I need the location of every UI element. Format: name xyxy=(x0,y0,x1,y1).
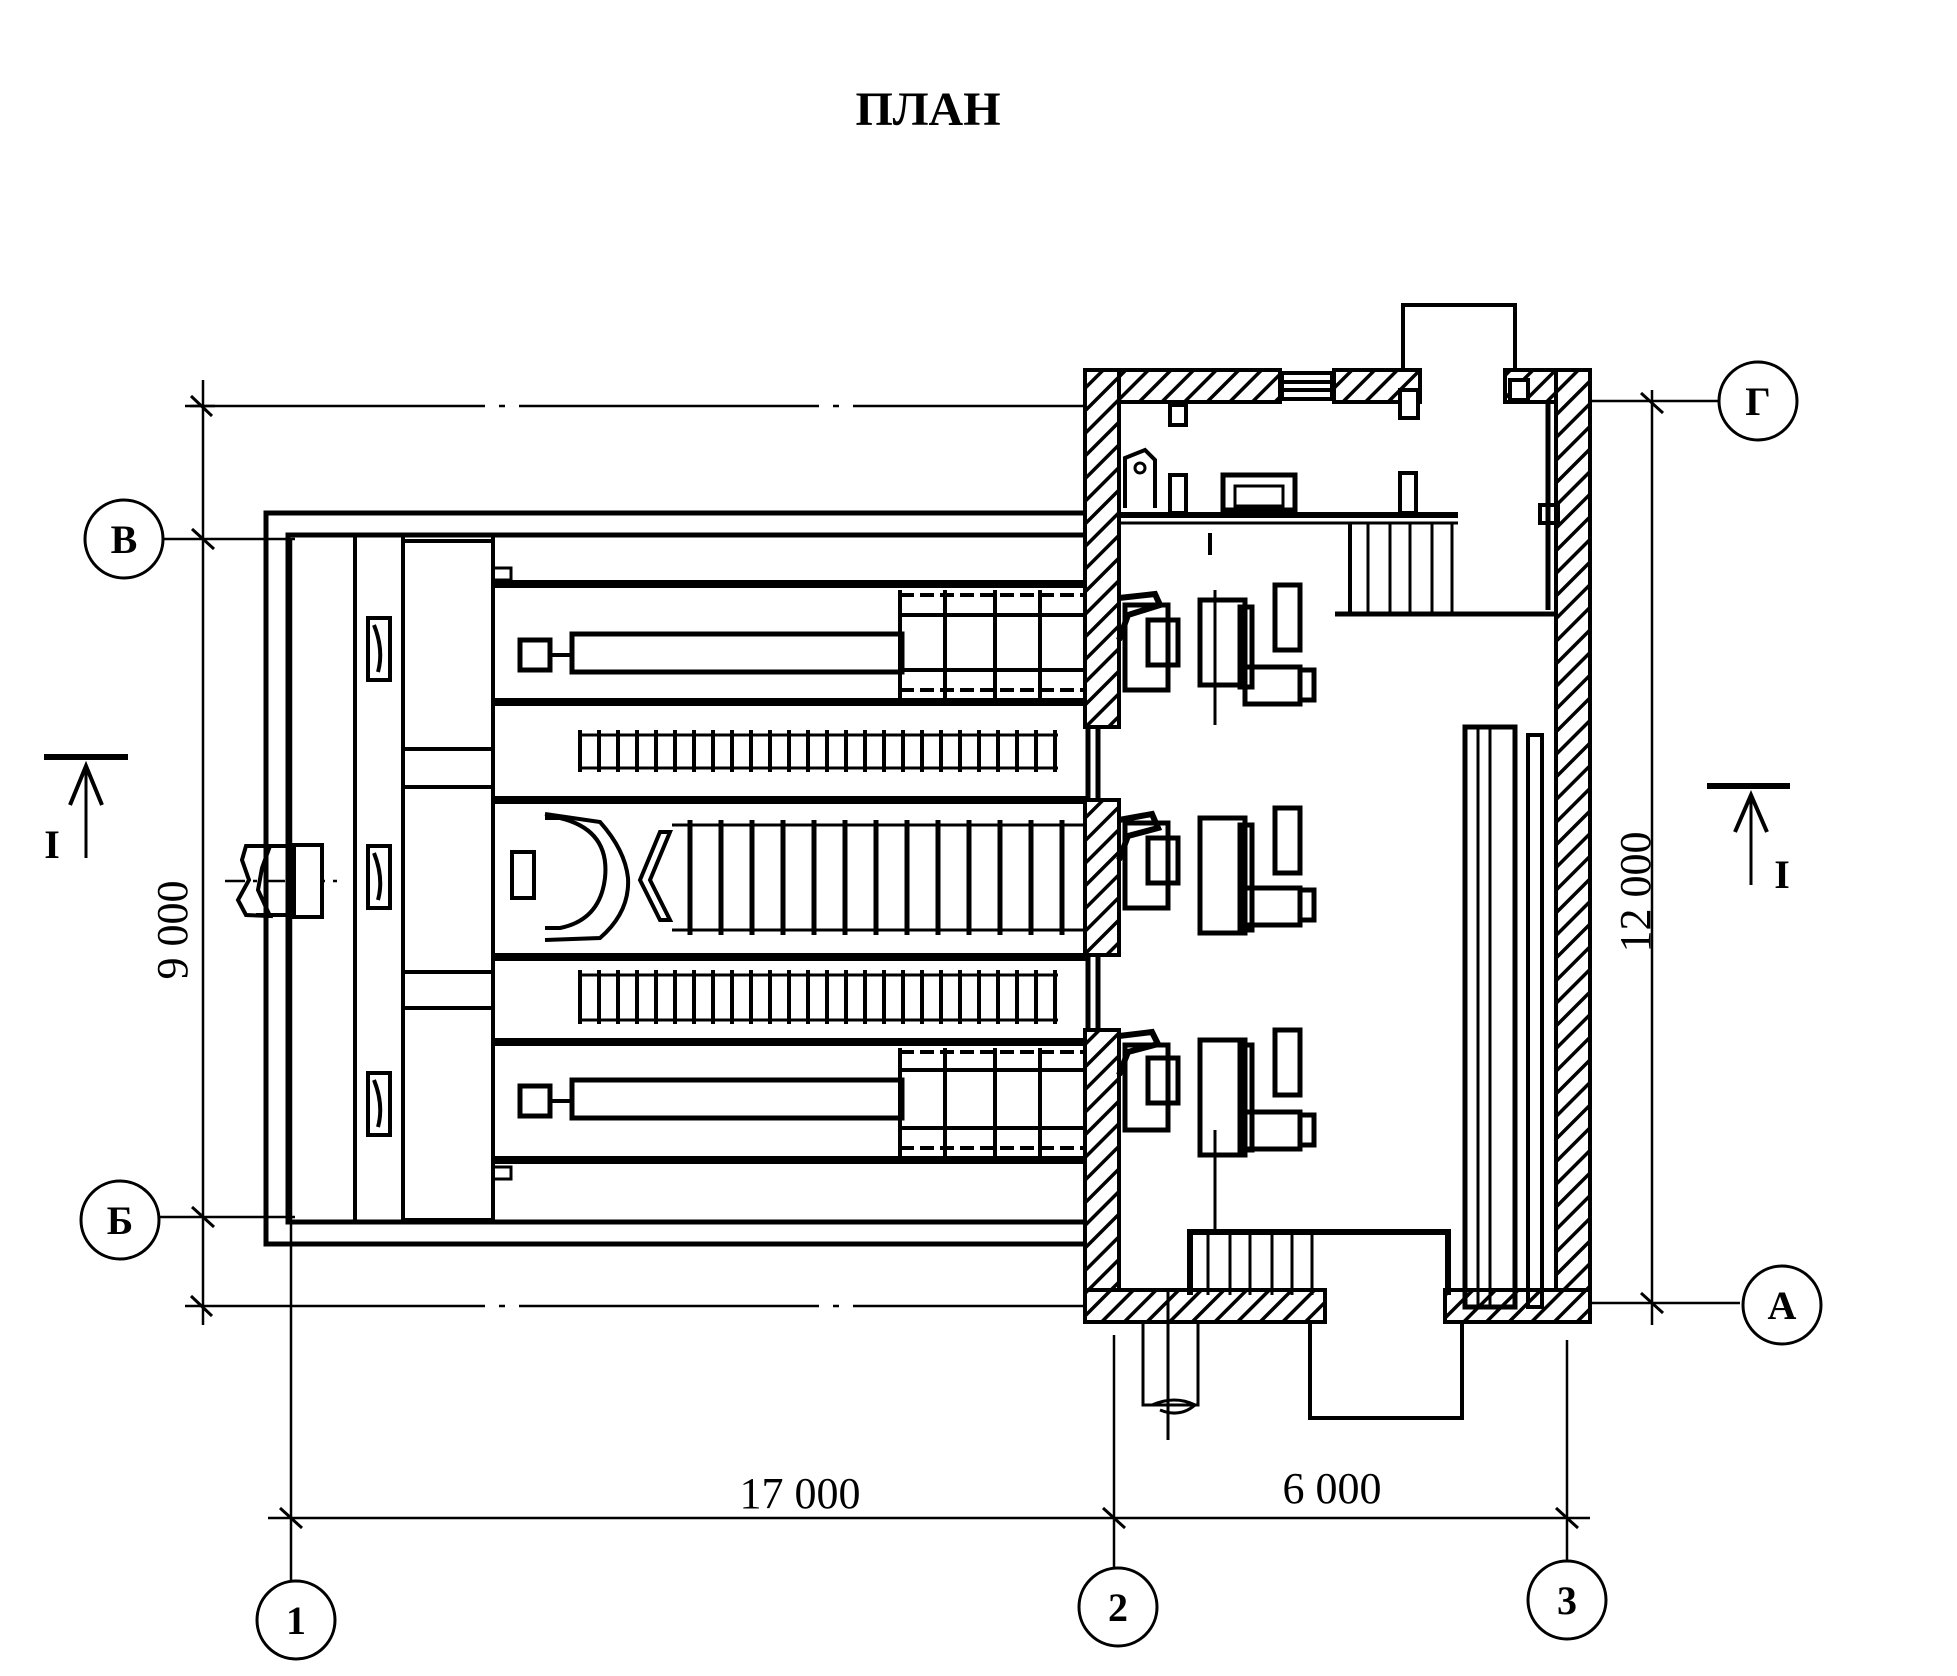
dimension-lines xyxy=(158,380,1740,1590)
dimension-9000: 9 000 xyxy=(148,881,197,980)
axis-label-1: 1 xyxy=(286,1598,306,1643)
axis-bubble-a: А xyxy=(1741,1264,1823,1346)
band-windows xyxy=(366,616,392,1137)
axis-bubble-2: 2 xyxy=(1077,1566,1159,1648)
axis-bubble-1: 1 xyxy=(255,1579,337,1661)
building-interior xyxy=(1116,303,1560,1440)
ticket-machines xyxy=(1122,582,1317,1232)
axis-label-v: В xyxy=(111,517,138,562)
axis-bubble-v: В xyxy=(83,498,165,580)
dimension-17000: 17 000 xyxy=(740,1469,861,1518)
section-mark-right xyxy=(1707,783,1790,885)
axis-label-a: А xyxy=(1768,1283,1797,1328)
ladder-rungs xyxy=(578,730,1065,1024)
axis-bubble-g: Г xyxy=(1717,360,1799,442)
dimension-6000: 6 000 xyxy=(1283,1464,1382,1513)
section-label-left: I xyxy=(44,822,60,867)
axis-bubble-b: Б xyxy=(79,1179,161,1261)
lane-grids xyxy=(898,590,1088,1158)
plan-title: ПЛАН xyxy=(855,83,1000,136)
axis-label-3: 3 xyxy=(1557,1578,1577,1623)
entry-gate xyxy=(235,843,324,919)
dimension-12000: 12 000 xyxy=(1611,832,1660,953)
axis-bubble-3: 3 xyxy=(1526,1559,1608,1641)
section-label-right: I xyxy=(1774,852,1790,897)
axis-label-2: 2 xyxy=(1108,1585,1128,1630)
axis-label-g: Г xyxy=(1745,379,1770,424)
section-mark-left xyxy=(44,754,128,858)
axis-label-b: Б xyxy=(107,1198,133,1243)
